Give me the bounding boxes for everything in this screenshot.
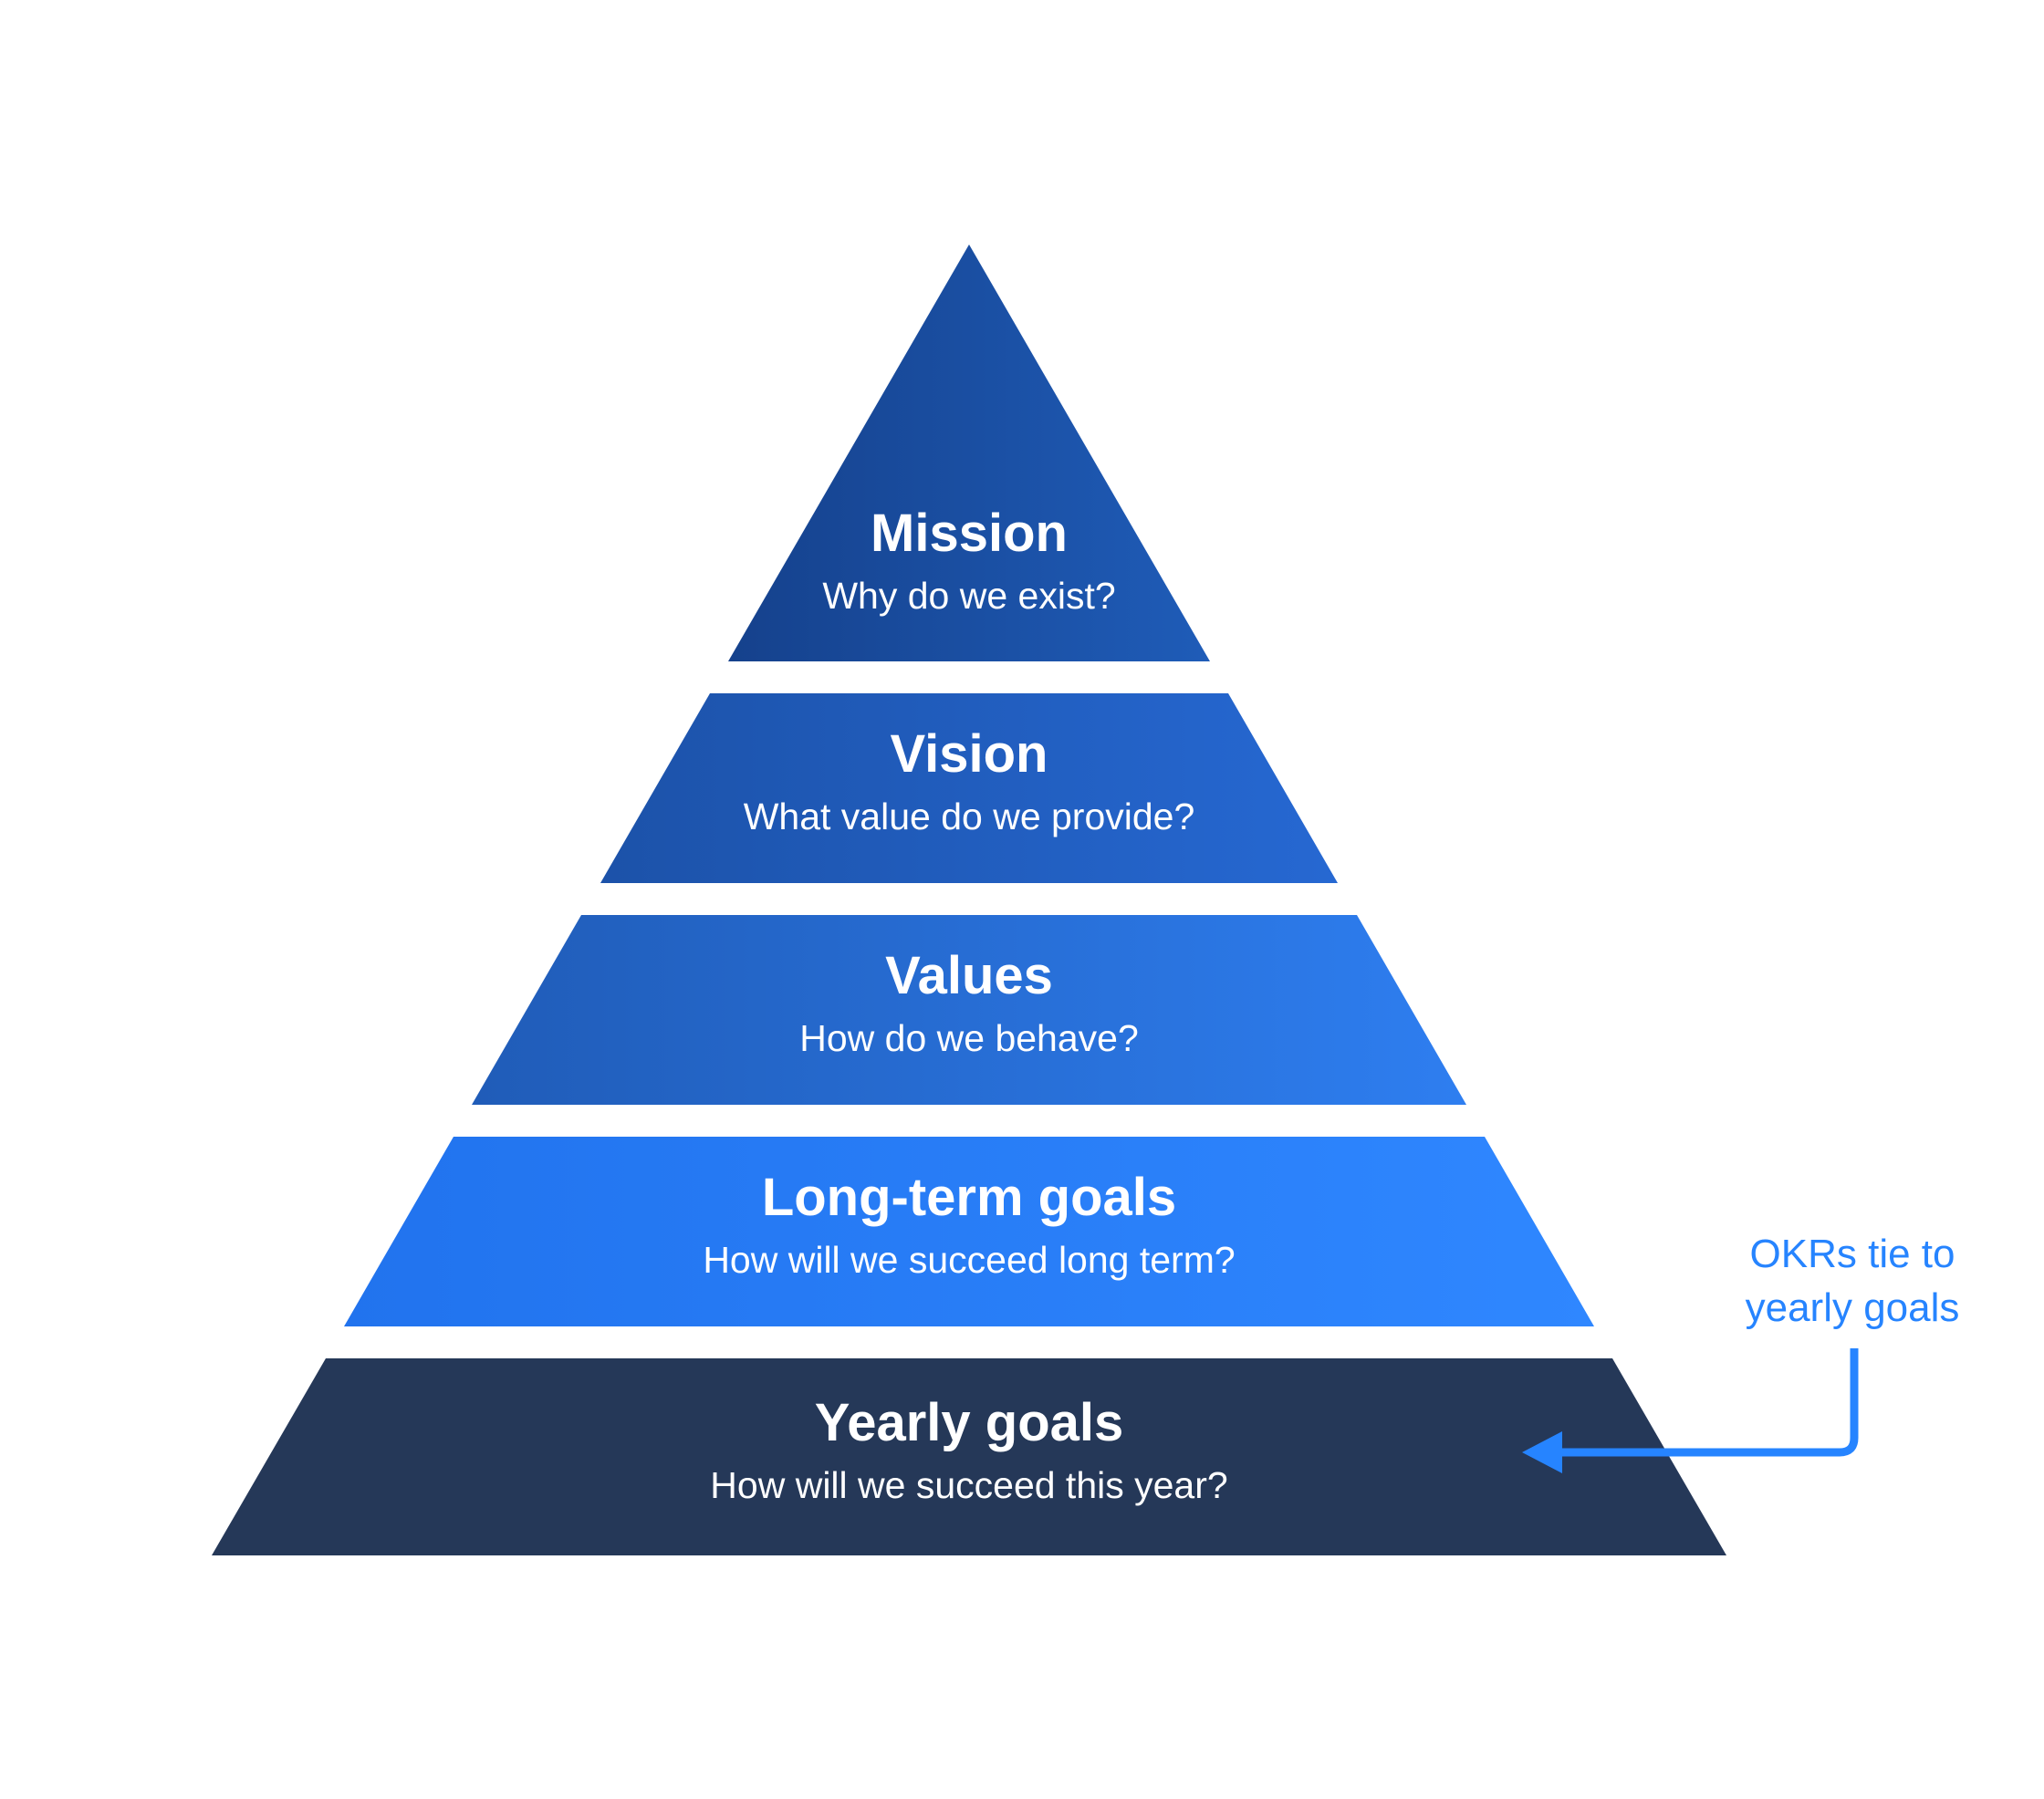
annotation-okr-callout: OKRs tie to yearly goals	[1679, 1227, 2026, 1336]
annotation-line-1: OKRs tie to	[1749, 1232, 1955, 1276]
pyramid-layer-yearly-shape	[212, 1358, 1726, 1555]
pyramid-layer-vision-shape	[600, 693, 1338, 883]
pyramid-layer-mission-shape	[728, 244, 1210, 661]
annotation-arrowhead-icon	[1522, 1431, 1562, 1473]
pyramid-layer-longterm-shape	[344, 1137, 1594, 1326]
annotation-line-2: yearly goals	[1745, 1285, 1960, 1331]
pyramid-layer-values-shape	[472, 915, 1466, 1105]
annotation-arrow-line	[1551, 1348, 1859, 1457]
